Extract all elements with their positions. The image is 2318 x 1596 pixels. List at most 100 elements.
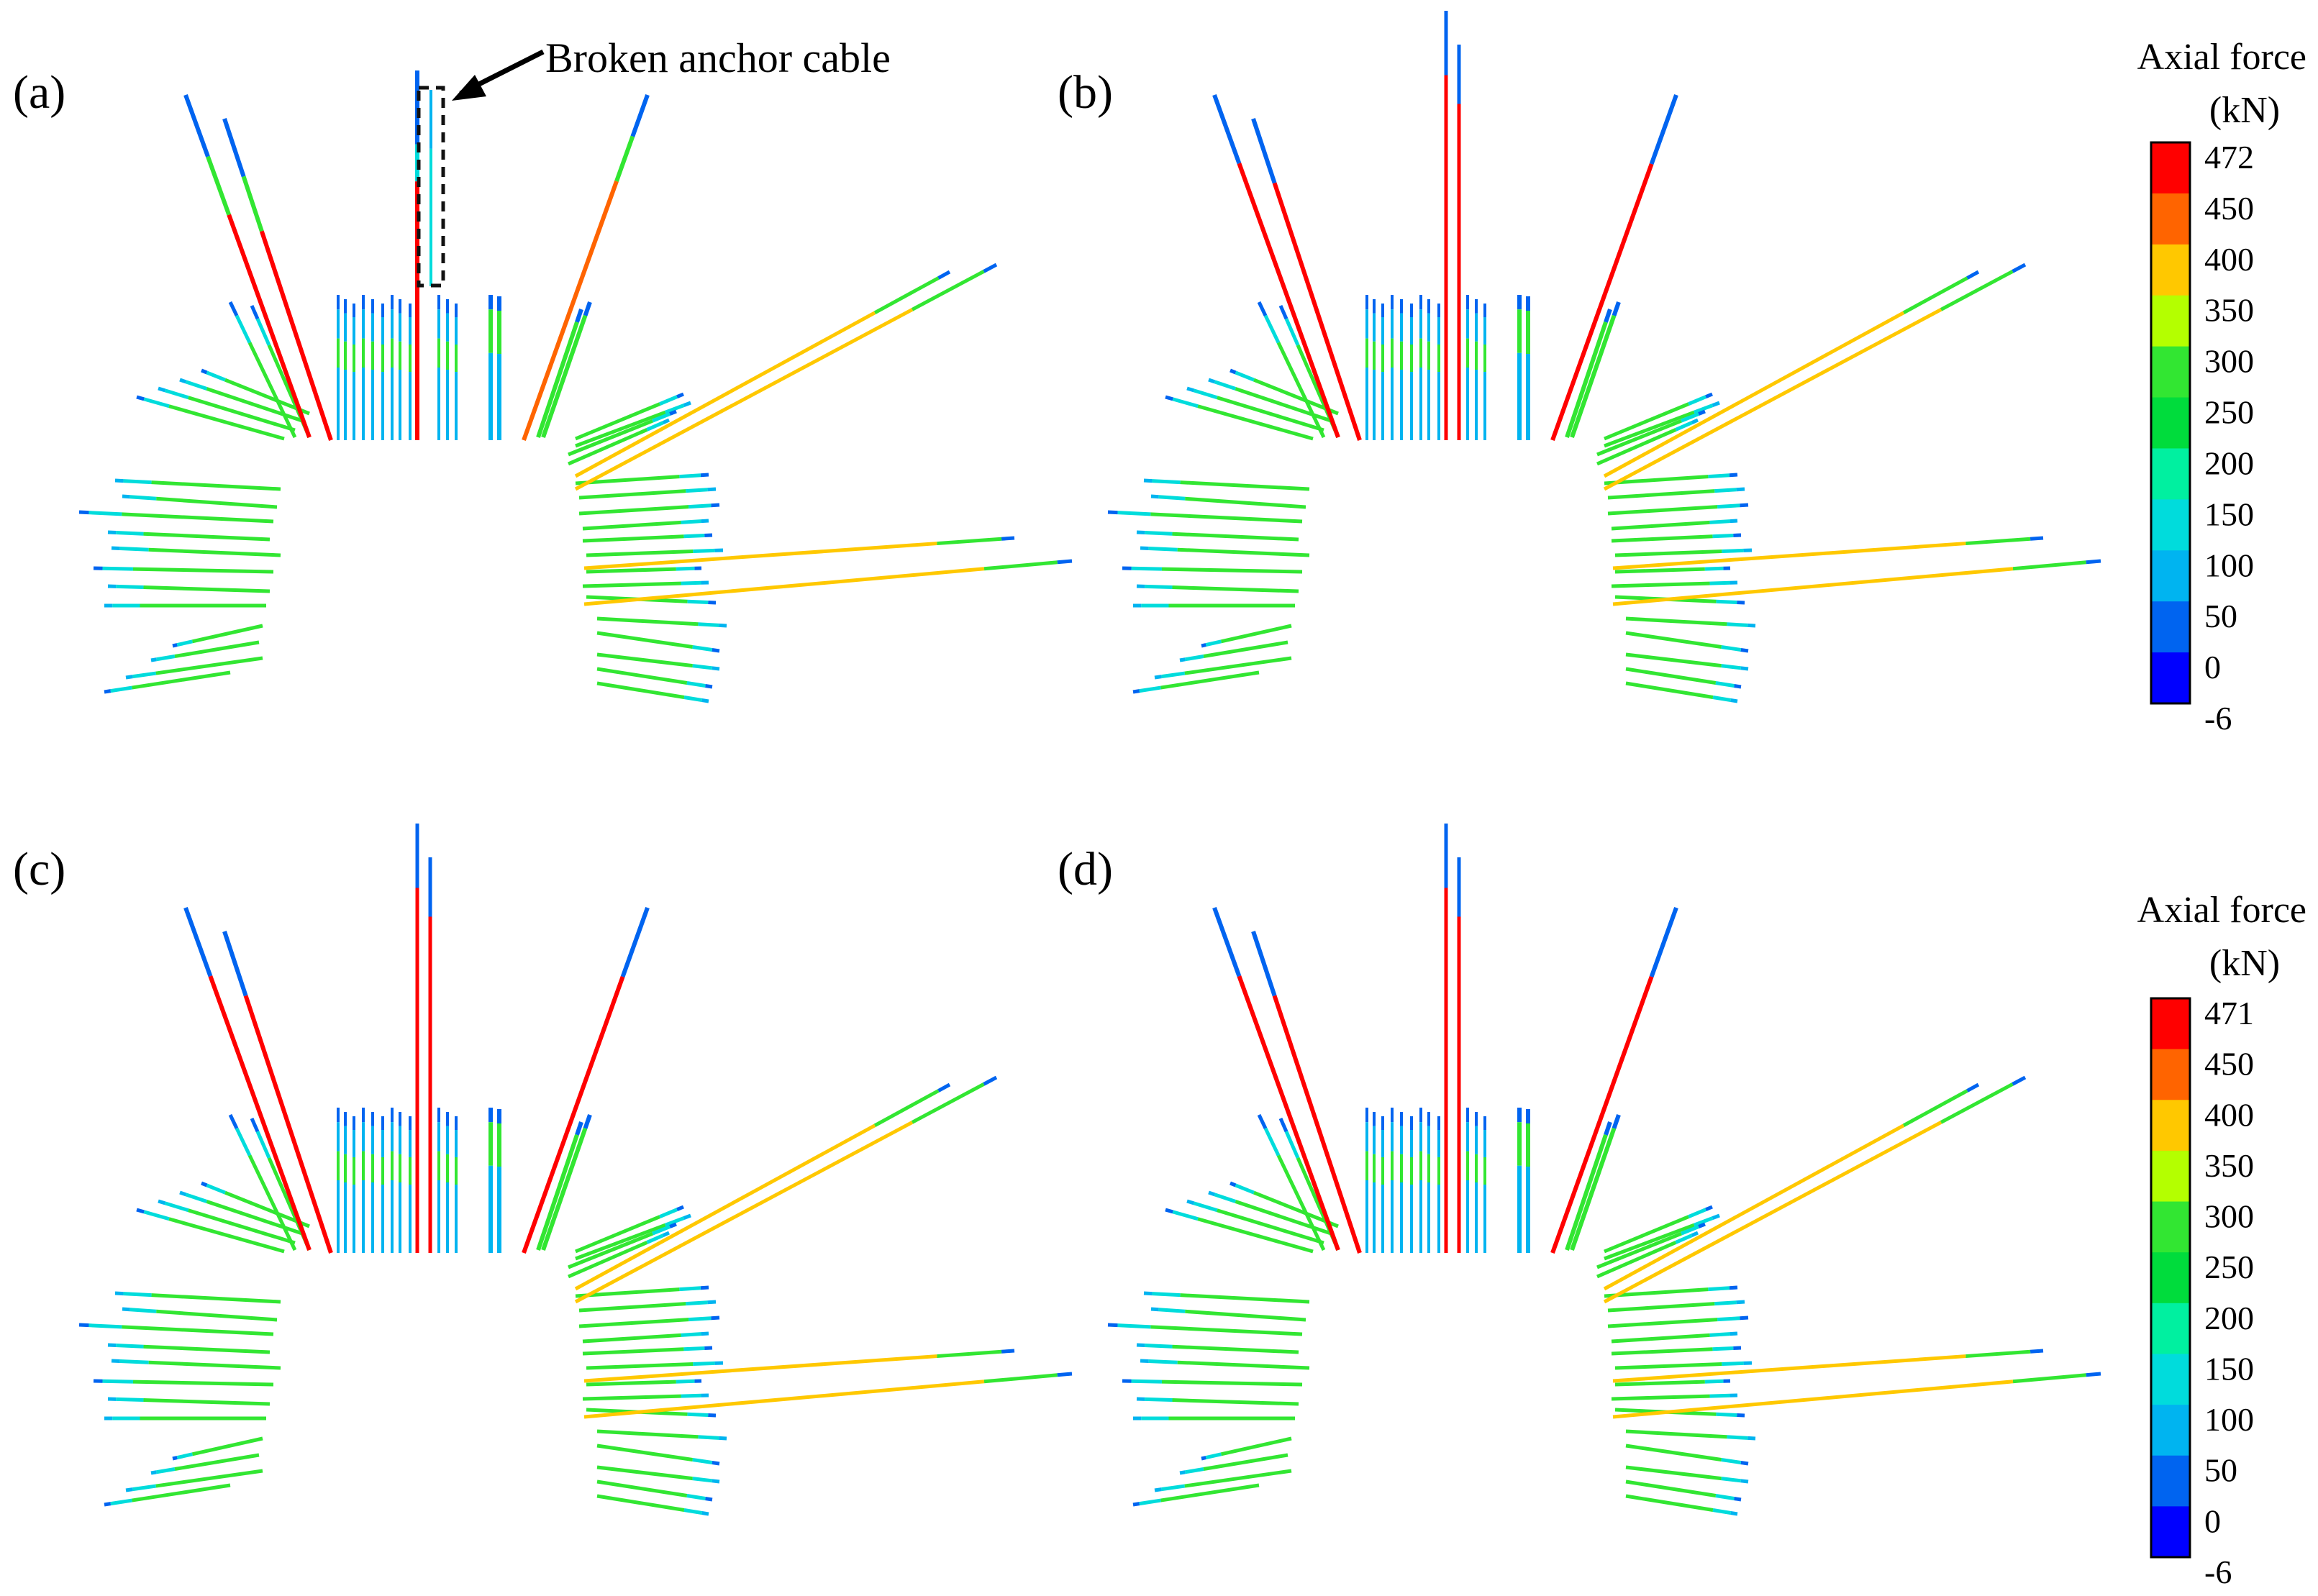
colorbar-band: [2151, 244, 2190, 296]
anchor-cable-segment: [1596, 419, 1682, 457]
anchor-cable-segment: [1201, 1456, 1206, 1461]
anchor-cable-segment: [662, 418, 670, 424]
anchor-cable: [1257, 1113, 1326, 1251]
colorbar-band: [2151, 1150, 2190, 1203]
anchor-cable-segment: [132, 1380, 274, 1387]
anchor-cable-segment: [78, 1323, 89, 1328]
anchor-cable-segment: [1730, 698, 1738, 703]
anchor-cable: [574, 263, 998, 491]
anchor-cable-segment: [1714, 488, 1737, 493]
anchor-cable: [158, 386, 296, 432]
anchor-cable: [183, 94, 312, 439]
anchor-cable: [1107, 510, 1303, 524]
anchor-cable: [1596, 1231, 1699, 1279]
anchor-cable: [1611, 533, 1742, 543]
anchor-cable: [1212, 906, 1340, 1251]
anchor-cable-segment: [156, 496, 278, 509]
anchor-cable-segment: [1740, 503, 1749, 508]
anchor-cable: [1604, 1205, 1713, 1254]
anchor-cable-segment: [1736, 1300, 1745, 1305]
anchor-cable-segment: [1596, 1241, 1677, 1279]
anchor-cable: [122, 1307, 278, 1322]
anchor-cable-segment: [1649, 906, 1678, 978]
anchor-cable: [1607, 1315, 1749, 1328]
anchor-cable: [1625, 616, 1756, 628]
anchor-cable-segment: [151, 1293, 281, 1304]
anchor-cable: [522, 94, 650, 442]
anchor-cable-segment: [712, 666, 720, 671]
anchor-cable-segment: [1614, 550, 1722, 557]
anchor-cable-segment: [983, 1373, 1058, 1384]
anchor-cable-segment: [1709, 1393, 1730, 1398]
anchor-cable: [596, 681, 709, 703]
anchor-cable-segment: [873, 1089, 940, 1127]
anchor-cable-segment: [582, 581, 681, 588]
anchor-cable-segment: [183, 94, 210, 158]
anchor-cable: [1625, 1479, 1742, 1502]
anchor-cable-segment: [1057, 559, 1073, 565]
anchor-cable-segment: [687, 1412, 709, 1418]
anchor-cable-segment: [1604, 402, 1689, 441]
anchor-cable-segment: [247, 1154, 297, 1251]
anchor-cable-segment: [158, 1199, 166, 1205]
anchor-cable-segment: [676, 392, 684, 399]
anchor-cable-segment: [664, 403, 685, 414]
anchor-cable-segment: [176, 639, 194, 647]
anchor-cable-segment: [646, 1234, 664, 1244]
anchor-cable-segment: [586, 567, 676, 574]
anchor-cable-segment: [1217, 1208, 1324, 1245]
anchor-cable-segment: [185, 380, 208, 391]
anchor-cable-segment: [143, 585, 271, 593]
anchor-cable-segment: [1184, 1469, 1292, 1488]
anchor-cable-segment: [1675, 1234, 1693, 1244]
anchor-cable-segment: [1604, 1287, 1709, 1298]
anchor-cable-segment: [111, 546, 120, 550]
anchor-cable-segment: [235, 1127, 252, 1157]
anchor-cable-segment: [1715, 681, 1735, 688]
anchor-cable-segment: [1721, 664, 1742, 670]
anchor-cable-segment: [148, 547, 281, 557]
anchor-cable-segment: [1172, 1398, 1299, 1406]
anchor-cable: [1625, 631, 1749, 653]
anchor-cable: [1154, 1469, 1292, 1492]
anchor-cable: [596, 1479, 713, 1502]
anchor-cable-segment: [1625, 652, 1722, 668]
anchor-cable-group: [1107, 11, 2101, 703]
anchor-cable-segment: [156, 655, 176, 662]
annotation-arrowhead: [452, 75, 486, 101]
anchor-cable-segment: [1612, 1354, 1966, 1383]
colorbar-band: [2151, 397, 2190, 449]
anchor-cable-segment: [692, 664, 713, 670]
colorbar-band: [2151, 142, 2190, 194]
colorbar-tick-label: 471: [2204, 995, 2254, 1031]
anchor-cable-segment: [582, 534, 684, 543]
anchor-cable: [1604, 1285, 1738, 1298]
anchor-cable-segment: [1612, 301, 1621, 316]
anchor-cable-segment: [568, 419, 653, 457]
anchor-cable: [1107, 1323, 1303, 1336]
anchor-cable-segment: [1902, 276, 1968, 314]
anchor-cable-segment: [683, 401, 691, 407]
anchor-cable: [568, 409, 677, 457]
anchor-cable-segment: [1131, 566, 1163, 571]
panel-label: (c): [13, 843, 65, 895]
anchor-cable: [1604, 1213, 1720, 1261]
anchor-cable-segment: [1688, 395, 1706, 406]
anchor-cable-segment: [1565, 1134, 1608, 1251]
anchor-cable-segment: [132, 1483, 231, 1502]
anchor-cable-segment: [1180, 480, 1310, 491]
anchor-cable-segment: [1197, 404, 1314, 441]
anchor-cable-segment: [1607, 505, 1718, 516]
anchor-cable-segment: [1257, 1113, 1268, 1129]
colorbar-band: [2151, 448, 2190, 500]
anchor-cable-segment: [1185, 1309, 1306, 1322]
colorbar-band: [2151, 295, 2190, 347]
colorbar-tick-label: 150: [2204, 496, 2254, 532]
anchor-cable: [1596, 1222, 1706, 1269]
anchor-cable-segment: [698, 622, 719, 627]
anchor-cable-segment: [1625, 1494, 1714, 1512]
anchor-cable-segment: [1263, 314, 1281, 344]
anchor-cable-segment: [575, 410, 666, 448]
anchor-cable: [150, 1453, 260, 1475]
